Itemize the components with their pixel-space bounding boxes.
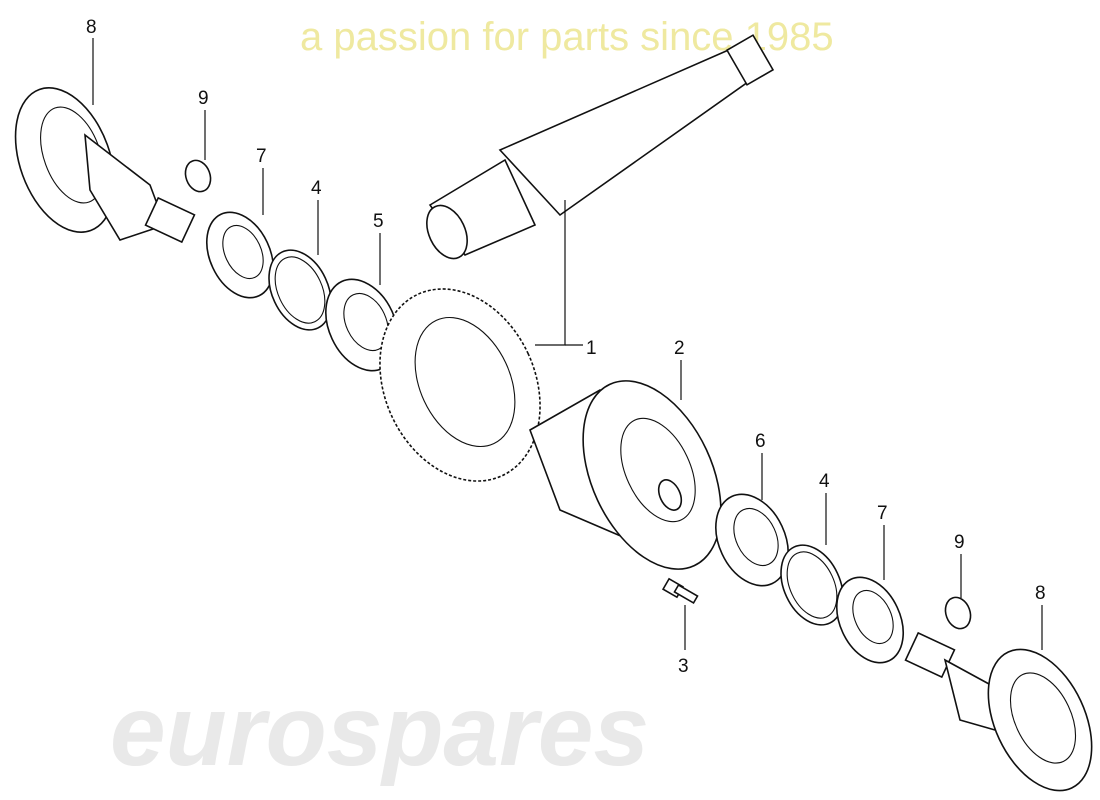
crown-wheel <box>379 288 541 482</box>
pinion-shaft <box>426 34 775 260</box>
bearing-7-left <box>206 211 274 299</box>
leader-lines <box>92 38 1043 650</box>
callout-7: 7 <box>877 503 888 524</box>
callout-7: 7 <box>256 146 267 167</box>
callout-4: 4 <box>819 471 830 492</box>
differential-housing <box>529 380 722 570</box>
callout-8: 8 <box>86 17 97 38</box>
watermark-brand: eurospares <box>110 675 649 787</box>
drive-flange-left <box>14 87 196 244</box>
callout-4: 4 <box>311 178 322 199</box>
callout-6: 6 <box>755 431 766 452</box>
callout-9: 9 <box>954 532 965 553</box>
shim-ring-4-left <box>268 249 332 331</box>
watermark: eurospares a passion for parts since 198… <box>110 15 834 787</box>
bearing-7-right <box>836 576 904 664</box>
callout-1: 1 <box>586 338 597 359</box>
callout-5: 5 <box>373 211 384 232</box>
circlip-left <box>184 159 212 193</box>
callout-9: 9 <box>198 88 209 109</box>
bolt-3 <box>661 577 699 605</box>
circlip-right <box>944 596 972 630</box>
shim-ring-4-right <box>780 544 844 626</box>
callout-labels: 8 9 7 4 5 1 2 6 4 7 9 8 3 <box>86 17 1046 677</box>
callout-3: 3 <box>678 656 689 677</box>
callout-2: 2 <box>674 338 685 359</box>
bearing-6 <box>715 493 789 587</box>
callout-8: 8 <box>1035 583 1046 604</box>
drive-flange-right <box>904 631 1093 792</box>
